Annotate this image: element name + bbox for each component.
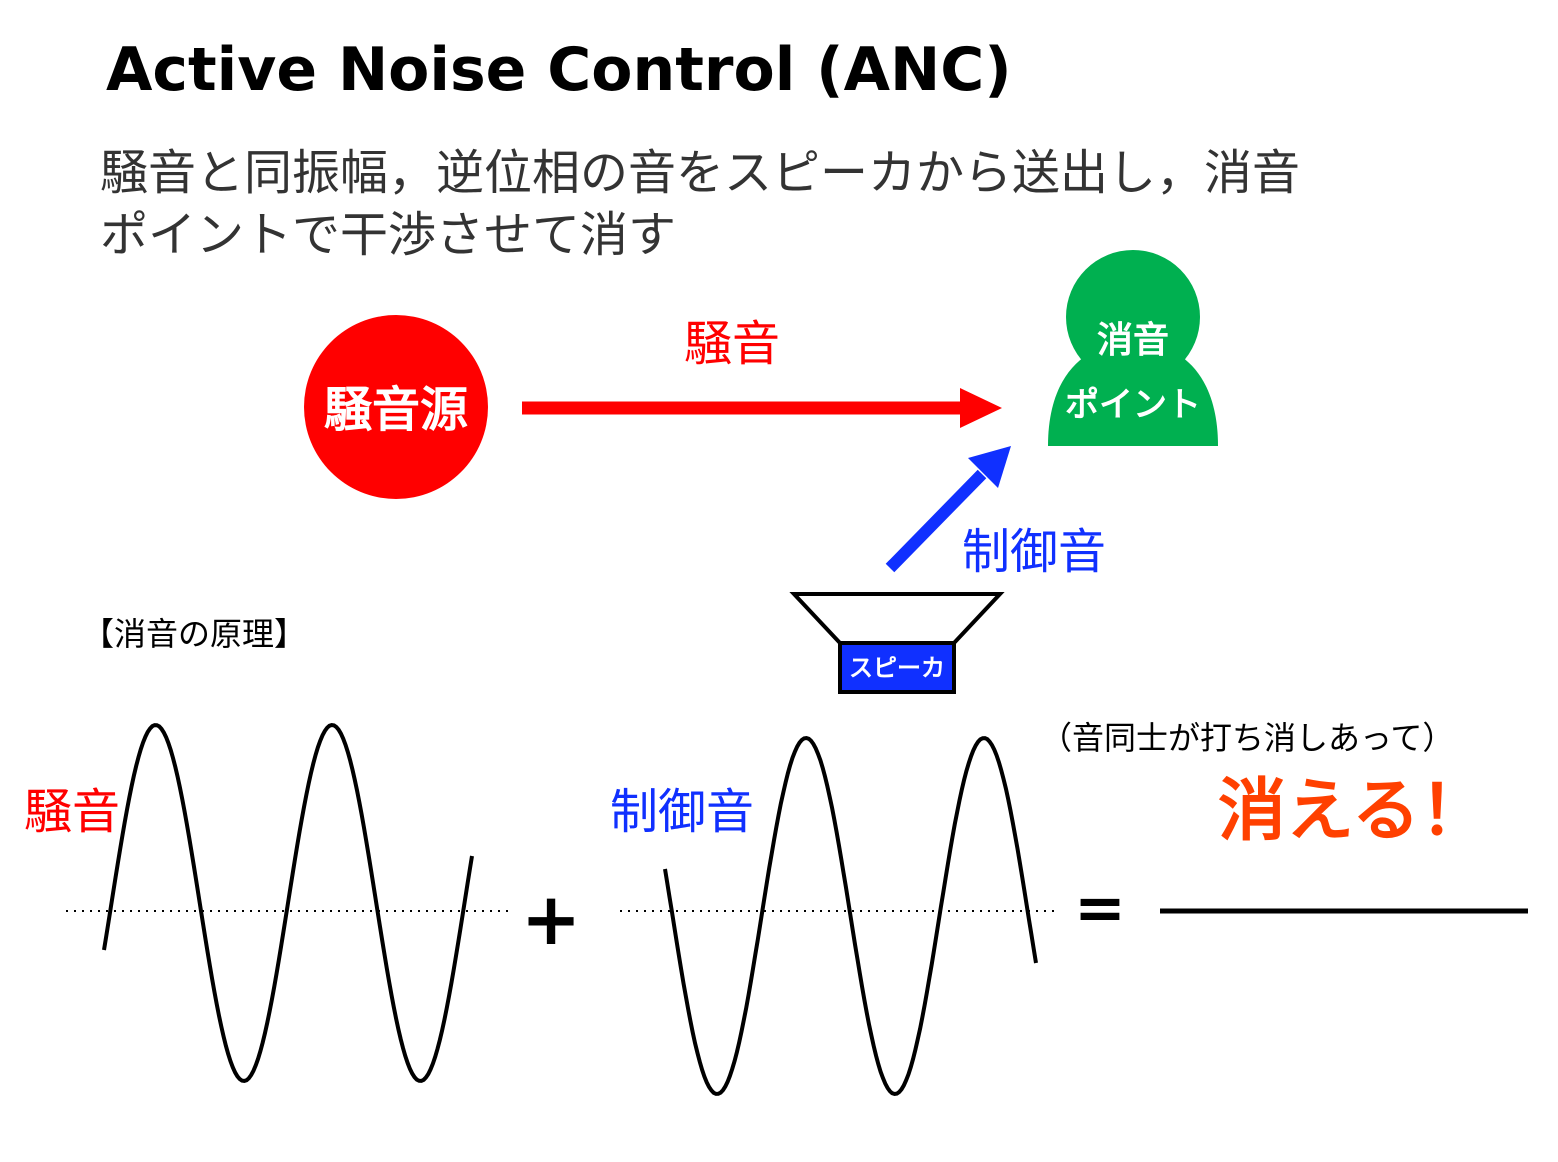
speaker-cone: [789, 592, 1005, 645]
mutual-cancel-note: （音同士が打ち消しあって）: [1040, 719, 1455, 757]
principle-heading: 【消音の原理】: [82, 615, 307, 653]
noise-wave-label: 騒音: [24, 784, 121, 840]
page-title: Active Noise Control (ANC): [106, 35, 1012, 105]
control-arrow-head: [968, 446, 1011, 488]
noise-wave: [102, 722, 474, 1084]
description-line-2: ポイントで干渉させて消す: [100, 207, 677, 263]
control-arrow-label: 制御音: [962, 524, 1107, 580]
control-wave: [663, 735, 1038, 1097]
equals-sign: =: [1074, 871, 1126, 944]
control-arrow-shaft: [885, 469, 987, 573]
noise-source-circle: [304, 315, 488, 499]
noise-arrow-head: [960, 388, 1002, 428]
control-wave-label: 制御音: [610, 784, 755, 840]
description: 騒音と同振幅，逆位相の音をスピーカから送出し，消音 ポイントで干渉させて消す: [100, 142, 1430, 266]
plus-sign: +: [521, 877, 581, 961]
cancel-point-head: [1066, 250, 1200, 384]
description-line-1: 騒音と同振幅，逆位相の音をスピーカから送出し，消音: [100, 145, 1301, 201]
result-label: 消える！: [1218, 772, 1488, 851]
noise-arrow-label: 騒音: [684, 316, 781, 372]
cancel-point-label-bottom: ポイント: [1065, 385, 1201, 425]
cancel-point-label-top: 消音: [1097, 320, 1169, 361]
noise-source-label: 騒音源: [324, 382, 468, 438]
speaker-label: スピーカ: [849, 654, 945, 682]
speaker-box: [838, 641, 956, 694]
